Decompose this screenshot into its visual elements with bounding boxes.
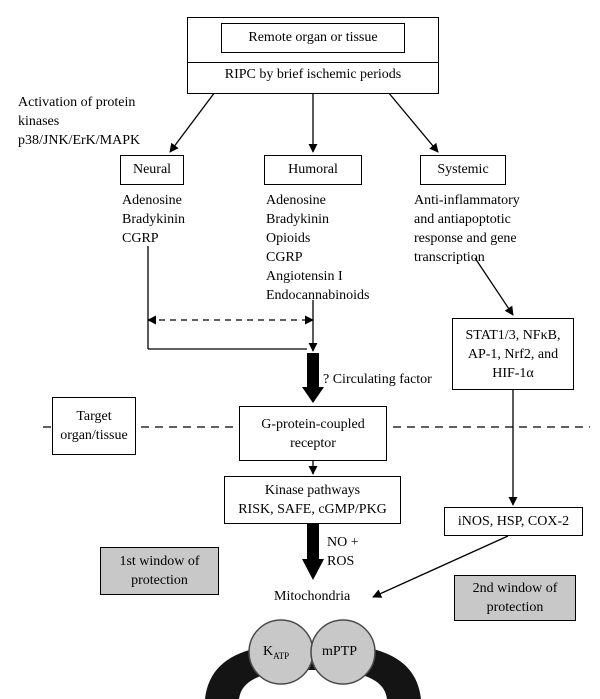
- remote-organ-box: Remote organ or tissue RIPC by brief isc…: [187, 17, 439, 94]
- systemic-line: and antiapoptotic: [414, 212, 511, 227]
- no-ros-line: NO +: [327, 535, 359, 550]
- transcription-factors-box: STAT1/3, NFκB, AP-1, Nrf2, and HIF-1α: [452, 318, 574, 390]
- katp-main: K: [263, 644, 274, 659]
- mitochondria-label: Mitochondria: [274, 589, 351, 604]
- systemic-label: Systemic: [437, 162, 489, 177]
- neural-box: Neural: [120, 155, 184, 185]
- kinase-activation-line-2: kinases: [18, 114, 60, 129]
- ripc-label: RIPC by brief ischemic periods: [224, 67, 402, 82]
- second-window-line: protection: [486, 600, 544, 615]
- kinase-pathways-box: Kinase pathways RISK, SAFE, cGMP/PKG: [224, 476, 401, 524]
- katp-subscript: ATP: [273, 650, 290, 661]
- systemic-line: response and gene: [414, 231, 517, 246]
- remote-organ-title: Remote organ or tissue: [248, 30, 378, 45]
- humoral-label: Humoral: [288, 162, 338, 177]
- systemic-line: Anti-inflammatory: [414, 193, 520, 208]
- mptp-channel-shape: [310, 619, 376, 685]
- neural-item: Adenosine: [122, 193, 182, 208]
- arrow-systemic-to-tf: [474, 257, 514, 316]
- no-ros-label: NO + ROS: [327, 533, 359, 571]
- no-ros-line: ROS: [327, 554, 355, 569]
- second-window-box: 2nd window of protection: [454, 575, 576, 621]
- target-line: organ/tissue: [60, 428, 128, 443]
- circulating-factor-label: ? Circulating factor: [323, 372, 432, 387]
- mediators-label: iNOS, HSP, COX-2: [457, 513, 570, 529]
- kinase-pathways-line: RISK, SAFE, cGMP/PKG: [238, 502, 387, 517]
- arrow-remote-to-systemic: [387, 91, 439, 153]
- neural-item: CGRP: [122, 231, 159, 246]
- kinase-activation-line-1: Activation of protein: [18, 95, 136, 110]
- systemic-response-text: Anti-inflammatory and antiapoptotic resp…: [414, 191, 520, 267]
- tf-line: HIF-1α: [492, 365, 534, 381]
- gpcr-line: G-protein-coupled: [261, 416, 365, 432]
- mptp-label: mPTP: [322, 644, 358, 659]
- kinase-activation-line-3: p38/JNK/ErK/MAPK: [18, 133, 141, 148]
- tf-line: AP-1, Nrf2, and: [467, 346, 559, 362]
- kinase-pathways-line: Kinase pathways: [264, 483, 361, 498]
- first-window-line: 1st window of: [119, 554, 200, 569]
- humoral-item: Angiotensin I: [266, 269, 343, 284]
- systemic-line: transcription: [414, 250, 485, 265]
- remote-divider: [188, 62, 438, 63]
- thick-arrow-circulating: [302, 353, 324, 403]
- neural-mediators: Adenosine Bradykinin CGRP: [122, 191, 185, 248]
- second-window-line: 2nd window of: [472, 581, 558, 596]
- mediators-box: iNOS, HSP, COX-2: [444, 507, 583, 536]
- arrow-mediators-to-mitochondria: [372, 535, 509, 598]
- systemic-box: Systemic: [420, 155, 506, 185]
- kinase-activation-text: Activation of protein kinases p38/JNK/Er…: [18, 93, 140, 150]
- first-window-box: 1st window of protection: [100, 547, 219, 595]
- target-organ-box: Target organ/tissue: [52, 397, 136, 455]
- katp-label: KATP: [263, 642, 289, 666]
- first-window-line: protection: [131, 573, 188, 588]
- target-line: Target: [76, 409, 112, 424]
- tf-line: STAT1/3, NFκB,: [465, 327, 561, 343]
- humoral-item: Endocannabinoids: [266, 288, 370, 303]
- humoral-box: Humoral: [264, 155, 362, 185]
- thick-arrow-no-ros: [302, 524, 324, 580]
- neural-item: Bradykinin: [122, 212, 185, 227]
- humoral-item: Bradykinin: [266, 212, 329, 227]
- humoral-item: CGRP: [266, 250, 303, 265]
- humoral-mediators: Adenosine Bradykinin Opioids CGRP Angiot…: [266, 191, 369, 305]
- arrow-remote-to-neural: [169, 91, 216, 153]
- humoral-item: Opioids: [266, 231, 311, 246]
- remote-organ-title-box: Remote organ or tissue: [221, 23, 405, 53]
- humoral-item: Adenosine: [266, 193, 326, 208]
- gpcr-box: G-protein-coupled receptor: [239, 406, 387, 461]
- neural-label: Neural: [132, 162, 172, 177]
- gpcr-line: receptor: [290, 435, 336, 451]
